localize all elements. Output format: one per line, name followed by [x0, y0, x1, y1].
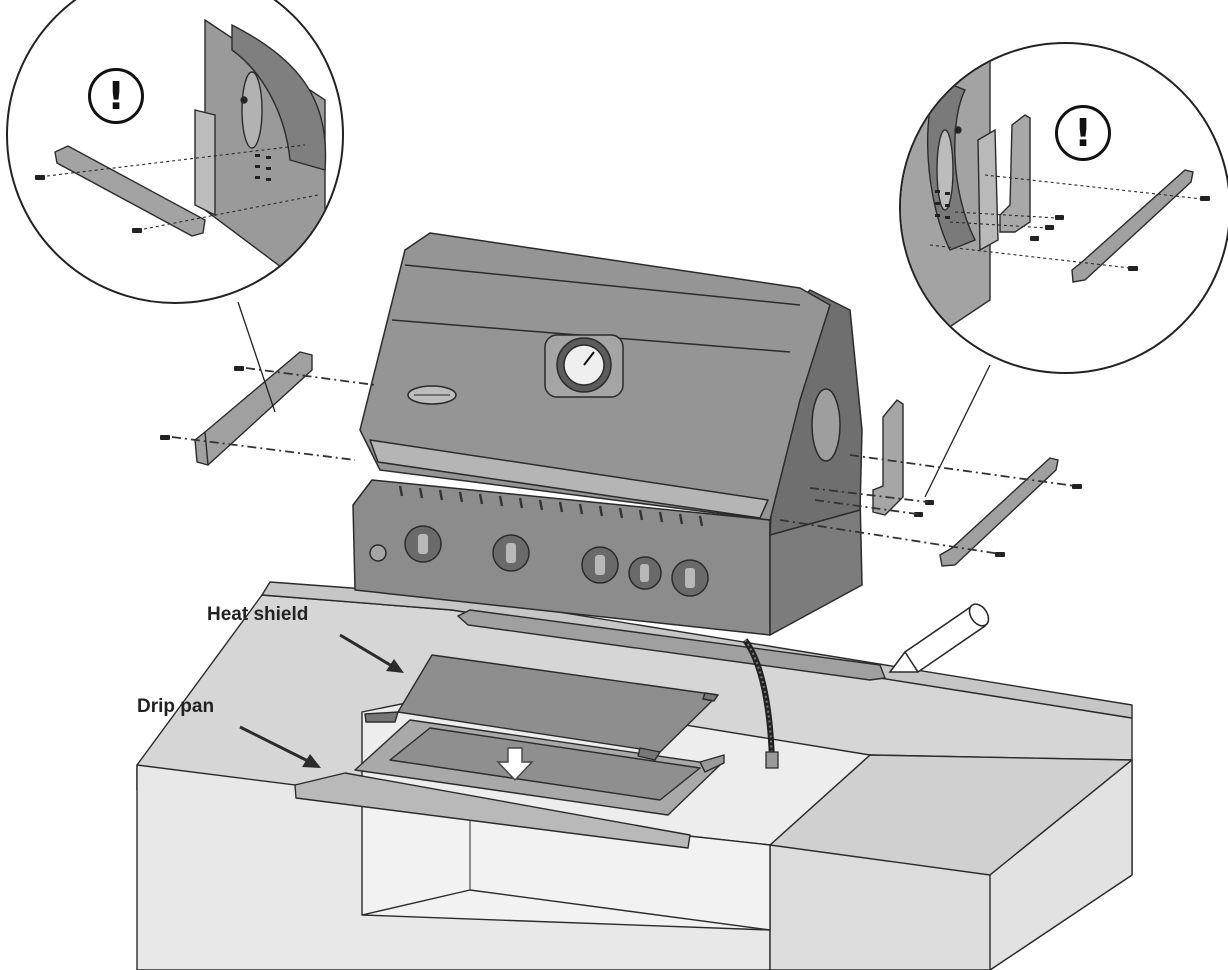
- exclamation-circle-icon: !: [88, 68, 144, 124]
- drip-pan: [294, 719, 725, 849]
- left-bracket-screws: [160, 366, 244, 440]
- left-detail-callout: [6, 0, 344, 413]
- lid-thermometer: [544, 334, 624, 398]
- exclamation-circle-icon: !: [1055, 105, 1111, 161]
- caulk-tube-icon: [888, 603, 990, 673]
- control-knobs: [369, 525, 709, 597]
- drip-pan-pointer: [239, 725, 321, 768]
- heat-shield: [364, 654, 719, 761]
- arrow-down-icon: [496, 747, 534, 782]
- counter-right-front: [989, 759, 1133, 970]
- brand-logo-emblem: [407, 385, 457, 405]
- drip-pan-label: Drip pan: [137, 696, 215, 717]
- grill-vent-slots: [398, 485, 704, 527]
- igniter-button-icon: [369, 544, 387, 562]
- right-detail-callout: [899, 42, 1228, 498]
- rear-support-rail: [456, 609, 886, 681]
- gas-hose: [742, 638, 779, 769]
- right-detail-bracket: [1071, 169, 1194, 283]
- grill-handle: [369, 439, 769, 519]
- drip-pan-side-rail: [699, 754, 725, 773]
- right-alignment-lines: [779, 454, 1076, 555]
- heat-shield-label: Heat shield: [207, 604, 309, 625]
- right-mounting-bracket: [939, 457, 1059, 567]
- left-detail-bracket: [54, 145, 206, 237]
- counter-backsplash: [261, 581, 1133, 719]
- drip-pan-front-lip: [294, 772, 691, 849]
- heat-shield-pointer: [339, 633, 404, 673]
- left-mounting-bracket: [194, 351, 313, 466]
- grill-head: [352, 232, 863, 636]
- right-spacer-bracket: [872, 399, 904, 516]
- left-alignment-lines: [171, 367, 376, 461]
